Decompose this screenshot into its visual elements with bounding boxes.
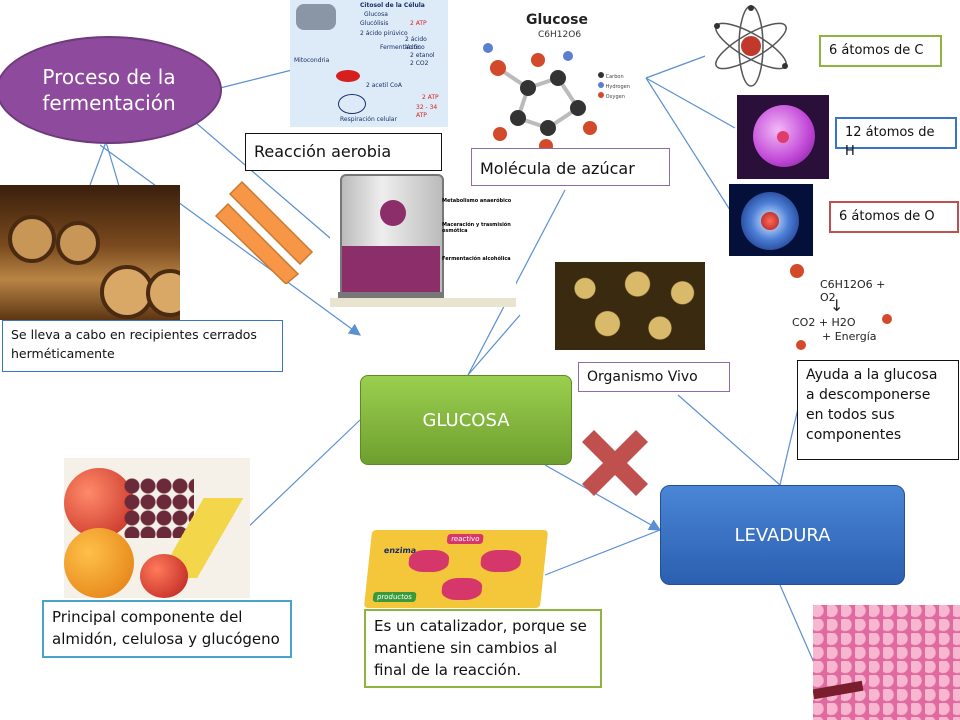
cell-etanol: 2 etanol (410, 52, 435, 59)
reaction-energy: + Energía (822, 330, 877, 343)
cell-glucolisis: Glucólisis (360, 20, 389, 27)
oxygen-atom-image (729, 184, 813, 256)
yeast-cells-image (555, 262, 705, 350)
fruits-image (64, 458, 250, 598)
cross-mark-icon (582, 430, 648, 496)
equals-sign-icon (214, 180, 314, 284)
cell-respiracion: Respiración celular (340, 116, 397, 123)
fermentation-tank-image: Metabolismo anaeróbico Maceración y tras… (330, 170, 516, 307)
cell-atp2: 2 ATP (422, 94, 439, 101)
label-catalizador: Es un catalizador, porque se mantiene si… (364, 609, 602, 688)
reaction-equation-image: C6H12O6 + O2 ↓ CO2 + H2O + Energía (786, 258, 902, 356)
label-ayuda-glucosa-text: Ayuda a la glucosa a descomponerse en to… (806, 367, 938, 443)
cellular-respiration-diagram: Citosol de la Célula Glucosa Glucólisis … (290, 0, 448, 127)
label-molecula-azucar-text: Molécula de azúcar (480, 159, 635, 178)
label-recipientes-text: Se lleva a cabo en recipientes cerrados … (11, 327, 257, 361)
cell-title: Citosol de la Célula (360, 2, 425, 9)
enzyme-diagram-image: enzima reactivo productos (363, 530, 549, 608)
label-recipientes: Se lleva a cabo en recipientes cerrados … (2, 320, 283, 372)
atom-model-image (705, 4, 797, 88)
glucose-molecule-image: Glucose C6H12O6 Carbon Hydrogen Oxygen (478, 8, 644, 154)
glucosa-node-label: GLUCOSA (422, 409, 510, 431)
reaction-bottom: CO2 + H2O (792, 316, 856, 329)
cell-glucosa: Glucosa (364, 11, 388, 18)
glucose-title: Glucose (526, 12, 589, 28)
wine-barrels-image (0, 185, 180, 320)
tank-label-3: Fermentación alcohólica (442, 256, 511, 262)
label-principal-componente-text: Principal componente del almidón, celulo… (52, 608, 280, 648)
glucosa-node: GLUCOSA (360, 375, 572, 465)
label-atomos-c: 6 átomos de C (819, 35, 942, 67)
label-molecula-azucar: Molécula de azúcar (471, 148, 670, 186)
label-atomos-h-text: 12 átomos de H (845, 125, 935, 159)
cell-fermentacion: Fermentación (380, 44, 421, 51)
cell-mitocondria: Mitocondria (294, 57, 330, 64)
label-reaccion-aerobia-text: Reacción aerobia (254, 142, 392, 161)
label-organismo-vivo: Organismo Vivo (578, 362, 730, 392)
label-reaccion-aerobia: Reacción aerobia (245, 133, 442, 171)
reaction-top: C6H12O6 + O2 (820, 278, 886, 304)
proceso-node: Proceso de la fermentación (0, 36, 222, 144)
levadura-node: LEVADURA (660, 485, 905, 585)
grape-mash-image (813, 605, 960, 720)
cell-atp3: 32 - 34 ATP (416, 104, 438, 119)
enzyme-reactivo: reactivo (446, 534, 484, 544)
label-atomos-o: 6 átomos de O (829, 201, 959, 233)
glucose-formula: C6H12O6 (538, 30, 582, 40)
legend-oxygen: Oxygen (605, 94, 625, 100)
label-organismo-vivo-text: Organismo Vivo (587, 369, 698, 385)
cell-co2: 2 CO2 (410, 60, 429, 67)
legend-carbon: Carbon (605, 74, 624, 80)
proceso-node-label: Proceso de la fermentación (42, 65, 176, 115)
cell-atp1: 2 ATP (410, 20, 427, 27)
cell-lactico: 2 ácido láctico (405, 36, 427, 51)
label-atomos-o-text: 6 átomos de O (839, 209, 935, 224)
label-atomos-h: 12 átomos de H (835, 117, 957, 159)
label-principal-componente: Principal componente del almidón, celulo… (42, 600, 292, 658)
label-atomos-c-text: 6 átomos de C (829, 43, 924, 58)
tank-label-1: Metabolismo anaeróbico (442, 198, 512, 204)
enzyme-productos: productos (372, 592, 417, 602)
label-catalizador-text: Es un catalizador, porque se mantiene si… (374, 617, 587, 679)
legend-hydrogen: Hydrogen (605, 84, 630, 90)
tank-label-2: Maceración y trasmisión osmótica (442, 222, 511, 234)
cell-piruvico: 2 ácido pirúvico (360, 30, 408, 37)
label-ayuda-glucosa: Ayuda a la glucosa a descomponerse en to… (797, 360, 959, 460)
hydrogen-atom-image (737, 95, 829, 179)
cell-acetil: 2 acetil CoA (366, 82, 402, 89)
levadura-node-label: LEVADURA (734, 524, 831, 546)
